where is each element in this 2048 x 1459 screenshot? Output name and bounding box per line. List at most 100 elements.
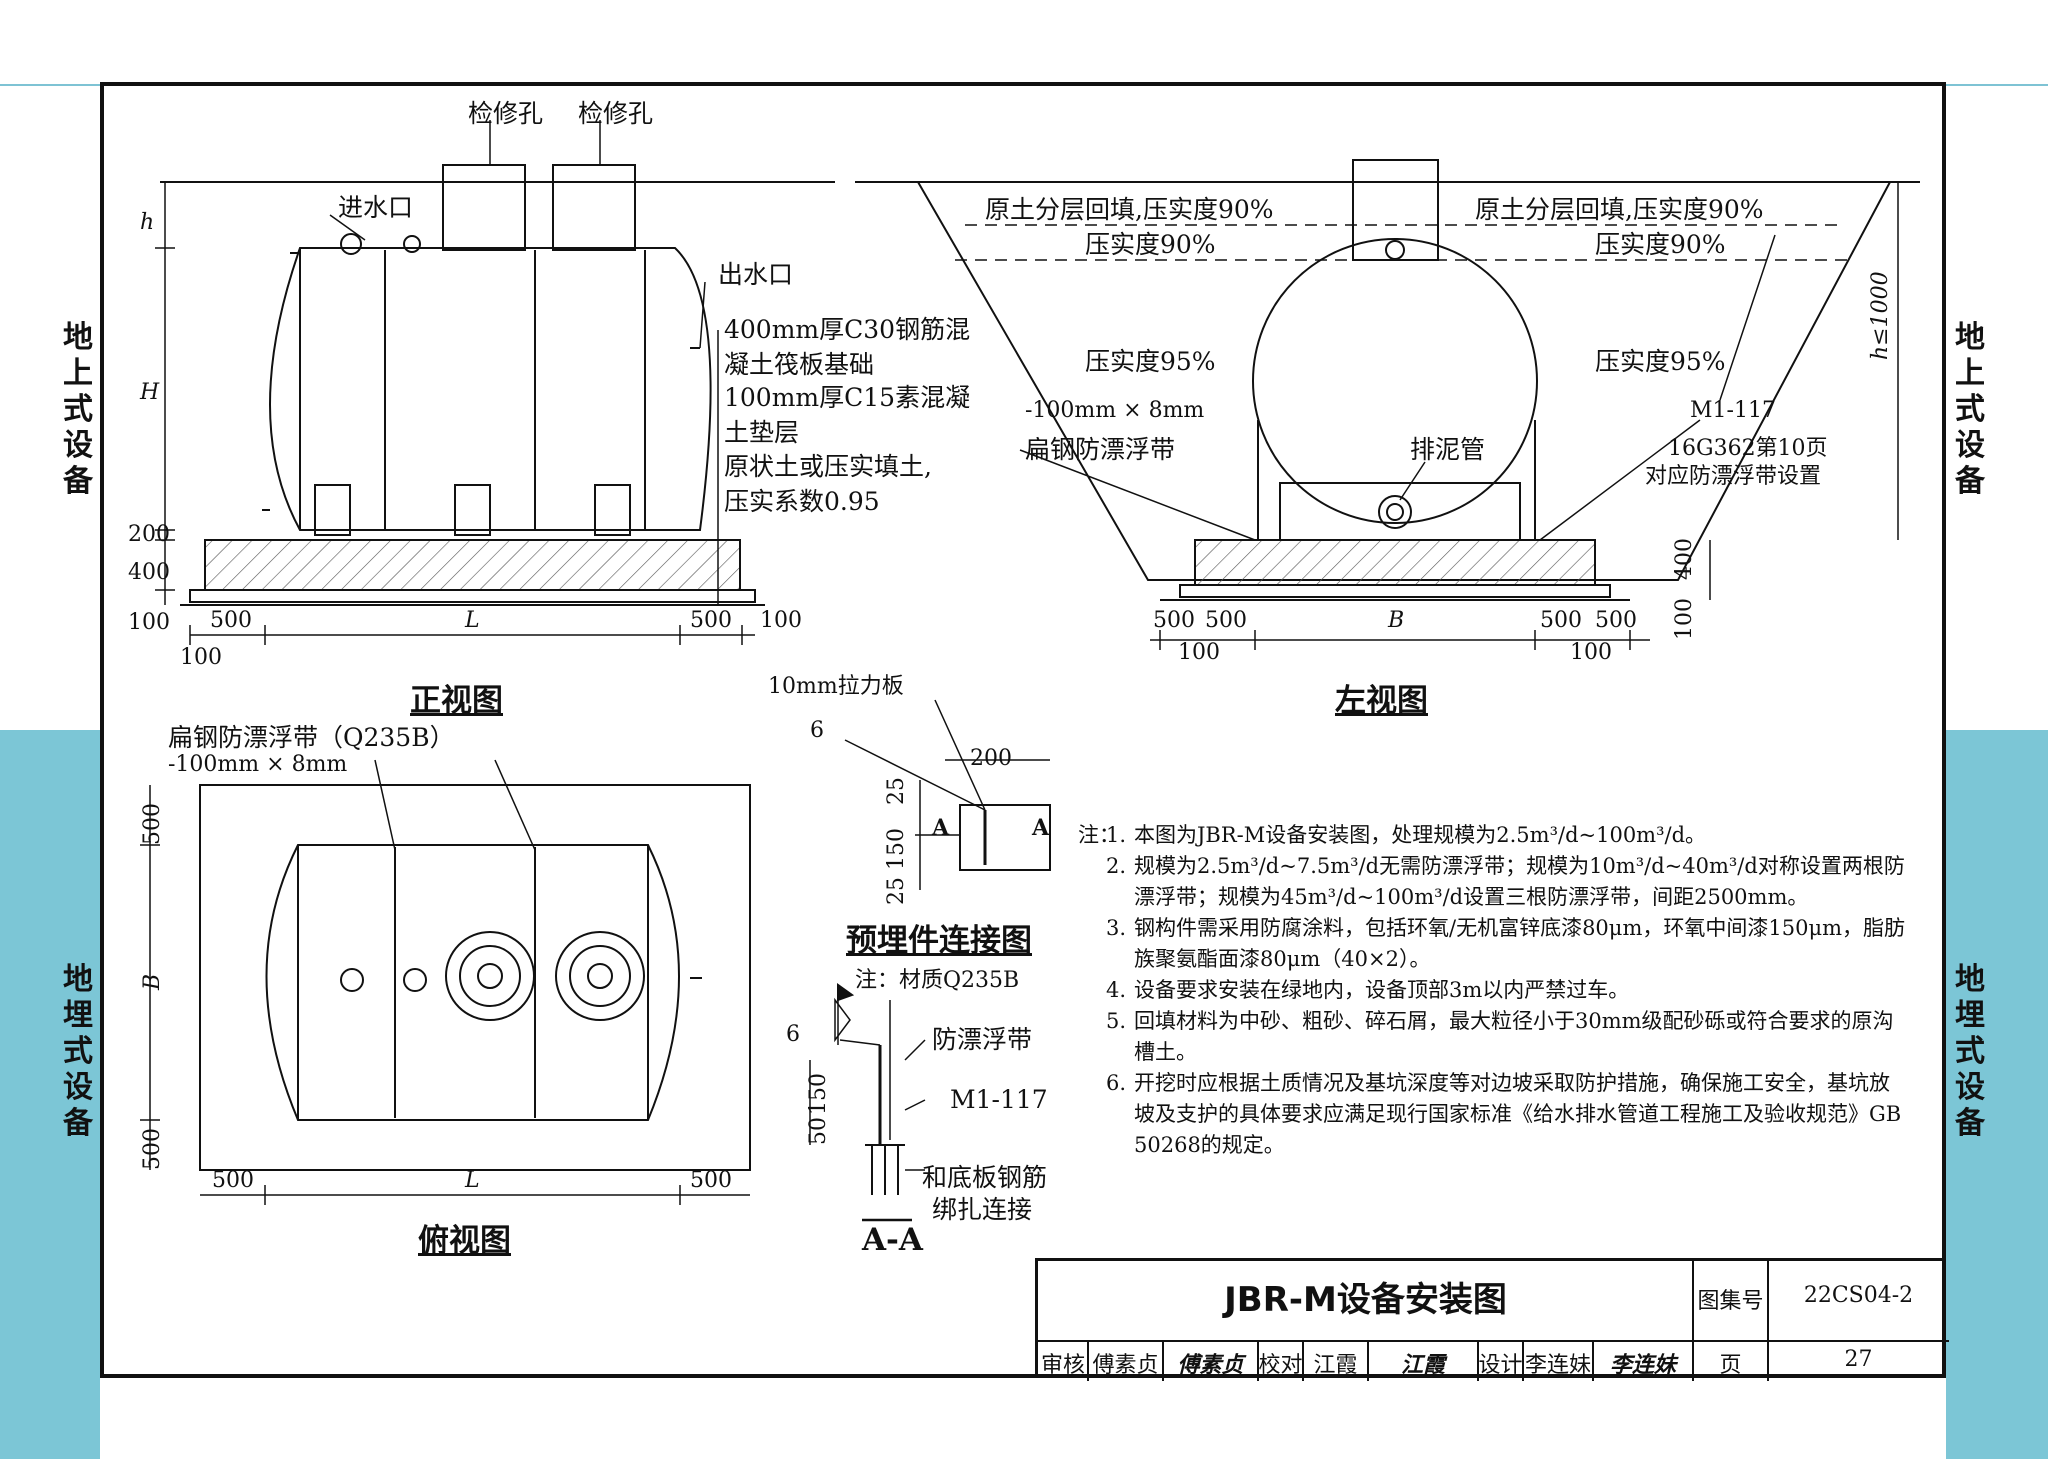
left-compact90-left: 压实度90% bbox=[1085, 230, 1216, 259]
title-block: JBR-M设备安装图 图集号 22CS04-2 审核 傅素贞 傅素贞 校对 江霞… bbox=[1035, 1258, 1949, 1381]
left-dim-100a: 100 bbox=[1178, 640, 1220, 665]
aa-m1-label: M1-117 bbox=[950, 1085, 1048, 1114]
front-riser-1 bbox=[442, 164, 526, 251]
front-foundation bbox=[204, 539, 741, 591]
embed-section-a2: A bbox=[1032, 815, 1050, 841]
front-note-soil-l2: 压实系数0.95 bbox=[724, 487, 880, 516]
front-dim-500-right: 500 bbox=[690, 608, 732, 633]
left-compact95-right: 压实度95% bbox=[1595, 347, 1726, 376]
left-ref-l1: 16G362第10页 bbox=[1668, 436, 1828, 461]
side-label-lower-right: 地埋式设备 bbox=[1955, 962, 1985, 1141]
note-item: 1.本图为JBR-M设备安装图，处理规模为2.5m³/d~100m³/d。 bbox=[1106, 823, 1707, 847]
front-note-soil-l1: 原状土或压实填土, bbox=[724, 452, 932, 481]
left-dim-500a: 500 bbox=[1153, 608, 1195, 633]
left-strap-dim: -100mm × 8mm bbox=[1025, 398, 1205, 423]
side-label-lower-left: 地埋式设备 bbox=[63, 962, 93, 1141]
left-sludge-pipe bbox=[1378, 495, 1412, 529]
top-margin bbox=[0, 0, 2048, 82]
review-label: 审核 bbox=[1040, 1353, 1085, 1378]
embed-plate-box bbox=[959, 804, 1051, 871]
front-dim-100-right: 100 bbox=[760, 608, 802, 633]
front-note-cushion-l1: 100mm厚C15素混凝 bbox=[724, 383, 971, 412]
top-dim-500-top: 500 bbox=[140, 803, 165, 845]
left-sludge-pipe-label: 排泥管 bbox=[1410, 435, 1486, 464]
top-dim-B: B bbox=[140, 973, 165, 990]
top-dim-500-bottom: 500 bbox=[140, 1128, 165, 1170]
front-dim-h: h bbox=[140, 210, 155, 235]
left-dim-100: 100 bbox=[1672, 598, 1697, 640]
top-manhole-1 bbox=[445, 931, 535, 1021]
top-dim-500-left: 500 bbox=[212, 1168, 254, 1193]
notes-block: 注： 1.本图为JBR-M设备安装图，处理规模为2.5m³/d~100m³/d。… bbox=[1078, 820, 1908, 1161]
drawing-title: JBR-M设备安装图 bbox=[1224, 1280, 1507, 1320]
front-note-base-l1: 400mm厚C30钢筋混 bbox=[724, 315, 971, 344]
aa-dim-150: 150 bbox=[806, 1073, 831, 1115]
front-outlet-label: 出水口 bbox=[718, 260, 794, 289]
left-dim-500c: 500 bbox=[1540, 608, 1582, 633]
check-signature: 江霞 bbox=[1400, 1352, 1445, 1378]
front-dim-400: 400 bbox=[128, 560, 170, 585]
embed-dim-200: 200 bbox=[970, 746, 1012, 771]
note-item: 3.钢构件需采用防腐涂料，包括环氧/无机富锌底漆80μm，环氧中间漆150μm，… bbox=[1106, 916, 1905, 971]
front-note-cushion-l2: 土垫层 bbox=[724, 418, 800, 447]
aa-section-title: A-A bbox=[862, 1222, 923, 1258]
note-item: 5.回填材料为中砂、粗砂、碎石屑，最大粒径小于30mm级配砂砾或符合要求的原沟槽… bbox=[1106, 1009, 1894, 1064]
embed-dim-25b: 25 bbox=[884, 877, 909, 905]
left-dim-100b: 100 bbox=[1570, 640, 1612, 665]
left-dim-B: B bbox=[1388, 608, 1405, 633]
aa-rebar-l1: 和底板钢筋 bbox=[922, 1163, 1048, 1192]
left-riser bbox=[1352, 159, 1439, 261]
embed-detail-title: 预埋件连接图 bbox=[846, 923, 1032, 959]
aa-weld-label: 6 bbox=[786, 1022, 800, 1047]
front-dim-100: 100 bbox=[128, 610, 170, 635]
design-signature: 李连妹 bbox=[1609, 1352, 1676, 1378]
top-view-title: 俯视图 bbox=[418, 1223, 511, 1259]
notes-heading: 注： bbox=[1078, 823, 1120, 847]
top-pit-outline bbox=[199, 784, 751, 1171]
left-view-title: 左视图 bbox=[1335, 683, 1428, 719]
left-tank-circle bbox=[1252, 238, 1538, 524]
left-strap-name: 扁钢防漂浮带 bbox=[1025, 435, 1176, 464]
top-strap-dim: -100mm × 8mm bbox=[168, 752, 348, 777]
left-color-band bbox=[0, 730, 100, 1459]
top-dim-500-right: 500 bbox=[690, 1168, 732, 1193]
design-label: 设计 bbox=[1478, 1353, 1523, 1378]
page-label: 页 bbox=[1719, 1353, 1742, 1378]
front-dim-200: 200 bbox=[128, 522, 170, 547]
embed-plate-label: 10mm拉力板 bbox=[768, 674, 904, 699]
front-tank-body bbox=[269, 247, 712, 531]
front-inlet-circle bbox=[340, 233, 362, 255]
side-label-upper-left: 地上式设备 bbox=[63, 320, 93, 499]
front-note-base-l2: 凝土筏板基础 bbox=[724, 350, 875, 379]
aa-strap-label: 防漂浮带 bbox=[932, 1025, 1033, 1054]
embed-dim-25a: 25 bbox=[884, 777, 909, 805]
left-excavation bbox=[917, 181, 1891, 581]
aa-rebar-l2: 绑扎连接 bbox=[932, 1195, 1033, 1224]
front-inspection-hole-2-label: 检修孔 bbox=[578, 99, 654, 128]
design-name: 李连妹 bbox=[1524, 1353, 1591, 1378]
embed-section-a1: A bbox=[932, 815, 950, 841]
left-dim-500d: 500 bbox=[1595, 608, 1637, 633]
left-compact95-left: 压实度95% bbox=[1085, 347, 1216, 376]
top-dim-L: L bbox=[465, 1168, 480, 1193]
left-dim-500b: 500 bbox=[1205, 608, 1247, 633]
front-riser-2 bbox=[552, 164, 636, 251]
aa-dim-50: 50 bbox=[806, 1117, 831, 1145]
left-m1-label: M1-117 bbox=[1690, 398, 1776, 423]
notes-list: 1.本图为JBR-M设备安装图，处理规模为2.5m³/d~100m³/d。 2.… bbox=[1078, 820, 1908, 1161]
top-strap-name: 扁钢防漂浮带（Q235B） bbox=[168, 723, 455, 752]
note-item: 2.规模为2.5m³/d~7.5m³/d无需防漂浮带；规模为10m³/d~40m… bbox=[1106, 854, 1905, 909]
left-compact90-right: 压实度90% bbox=[1595, 230, 1726, 259]
atlas-label: 图集号 bbox=[1697, 1289, 1764, 1314]
drawing-frame bbox=[100, 82, 1946, 1378]
left-backfill-left: 原土分层回填,压实度90% bbox=[985, 195, 1274, 224]
embed-material-note: 注：材质Q235B bbox=[855, 968, 1020, 993]
front-inlet-label: 进水口 bbox=[338, 193, 414, 222]
left-dim-400: 400 bbox=[1672, 538, 1697, 580]
front-dim-H: H bbox=[140, 380, 160, 405]
title-block-grid bbox=[1038, 1261, 1949, 1381]
left-foundation bbox=[1194, 539, 1596, 586]
atlas-number: 22CS04-2 bbox=[1803, 1283, 1914, 1308]
page-number: 27 bbox=[1844, 1347, 1873, 1372]
front-inspection-hole-1-label: 检修孔 bbox=[468, 99, 544, 128]
